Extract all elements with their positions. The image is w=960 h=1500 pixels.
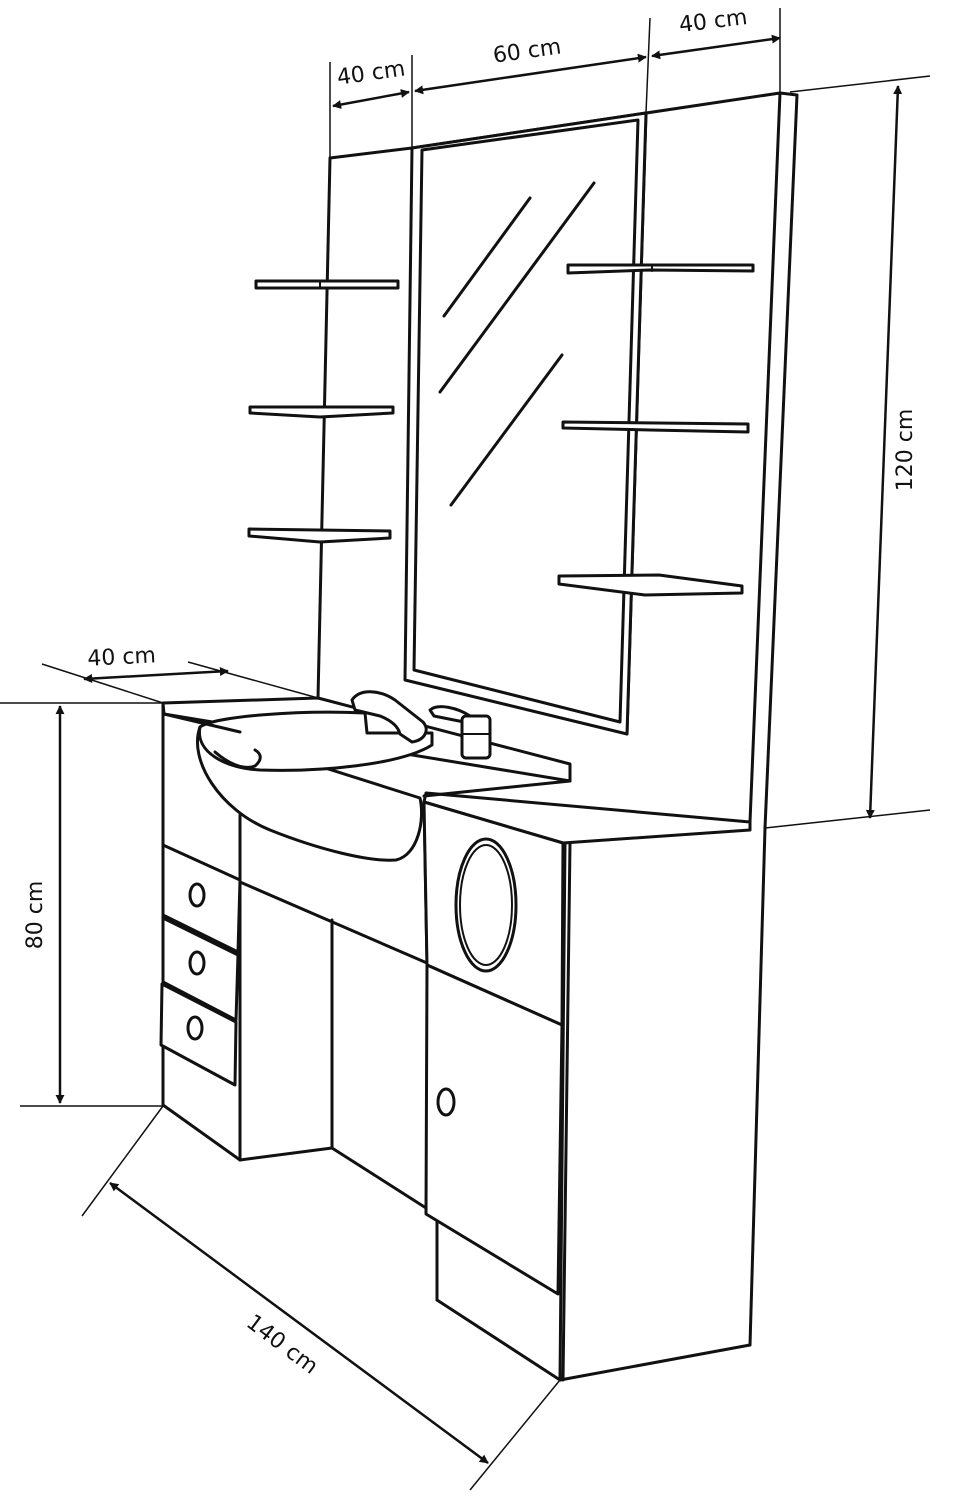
right-door <box>424 963 564 1296</box>
dimension-lines <box>0 8 931 1491</box>
label-total-length: 140 cm <box>241 1310 322 1380</box>
label-top-right-width: 40 cm <box>678 5 749 38</box>
label-top-left-width: 40 cm <box>335 56 406 90</box>
label-counter-depth: 40 cm <box>87 643 157 672</box>
left-shelves <box>247 279 400 544</box>
label-total-height: 120 cm <box>893 409 918 492</box>
drawers <box>159 843 242 1087</box>
faucet <box>350 690 492 760</box>
basin <box>195 710 434 862</box>
label-counter-height: 80 cm <box>23 881 48 950</box>
label-top-center-width: 60 cm <box>491 34 562 68</box>
right-shelves <box>557 263 755 597</box>
